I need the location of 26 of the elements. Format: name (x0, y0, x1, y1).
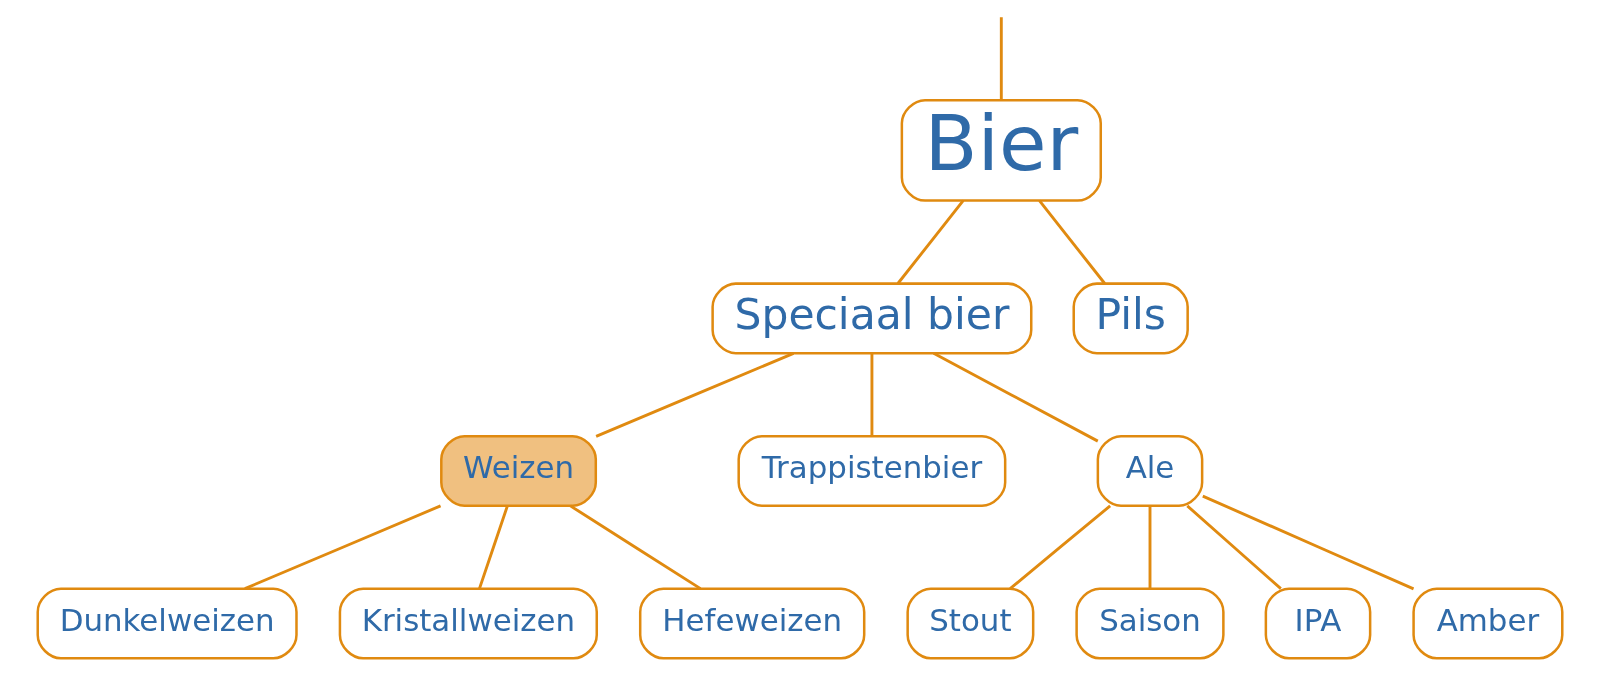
connector (870, 353, 874, 437)
node-box: Ale (1096, 434, 1204, 507)
connector (932, 352, 1099, 443)
node-box: Trappistenbier (737, 434, 1007, 507)
connector (896, 199, 965, 285)
connector (1148, 505, 1152, 589)
connector (999, 17, 1003, 101)
node-box: IPA (1264, 587, 1372, 660)
connector (1186, 504, 1282, 590)
connector (1038, 199, 1106, 285)
node-box: Stout (906, 587, 1035, 660)
connector (1009, 504, 1112, 590)
node-box: Hefeweizen (638, 587, 866, 660)
connector (595, 352, 795, 438)
node-box: Weizen (440, 434, 598, 507)
connector (569, 504, 702, 590)
node-box: Dunkelweizen (36, 587, 298, 660)
node-box: Amber (1412, 587, 1564, 660)
connector (1202, 494, 1415, 591)
node-box: Kristallweizen (338, 587, 598, 660)
connector (478, 505, 509, 590)
node-box: Speciaal bier (711, 282, 1033, 355)
connector (244, 504, 442, 590)
node-box: Saison (1075, 587, 1225, 660)
node-box: Bier (900, 98, 1102, 202)
node-box: Pils (1072, 282, 1189, 355)
